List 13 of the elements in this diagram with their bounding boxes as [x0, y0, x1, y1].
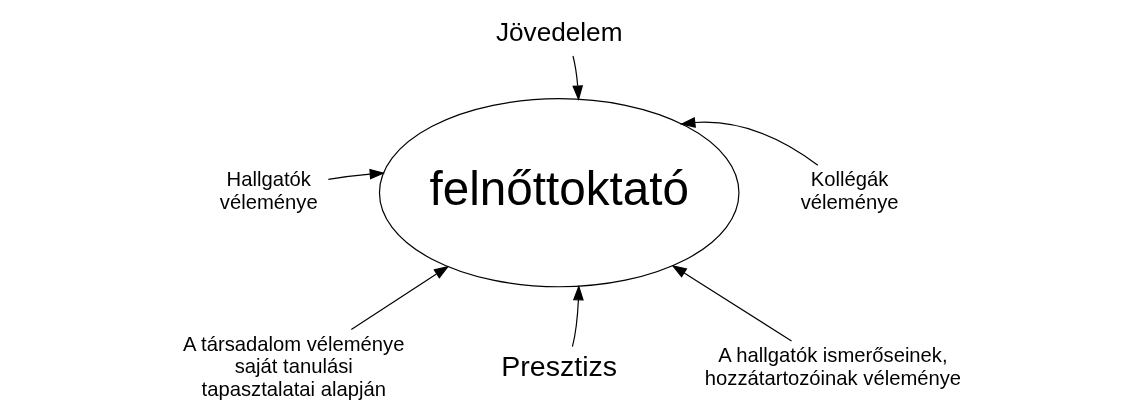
arrow	[571, 284, 584, 348]
arrow	[327, 168, 386, 180]
node-text: Jövedelem	[495, 17, 623, 48]
arrow	[671, 264, 793, 342]
arrow	[679, 117, 819, 166]
node-text: Kollégák véleménye	[800, 168, 899, 213]
node-text: Presztizs	[501, 349, 618, 382]
node-ellipse: felnőttoktató	[378, 98, 740, 288]
node-text: A társadalom véleménye saját tanulási tapasztalatai alapján	[183, 332, 405, 400]
arrow	[572, 55, 584, 101]
node-text: Hallgatók véleménye	[219, 168, 318, 213]
node-text: A hallgatók ismerőseinek, hozzátartozóinak véleménye	[704, 343, 962, 389]
arrow	[350, 265, 450, 331]
